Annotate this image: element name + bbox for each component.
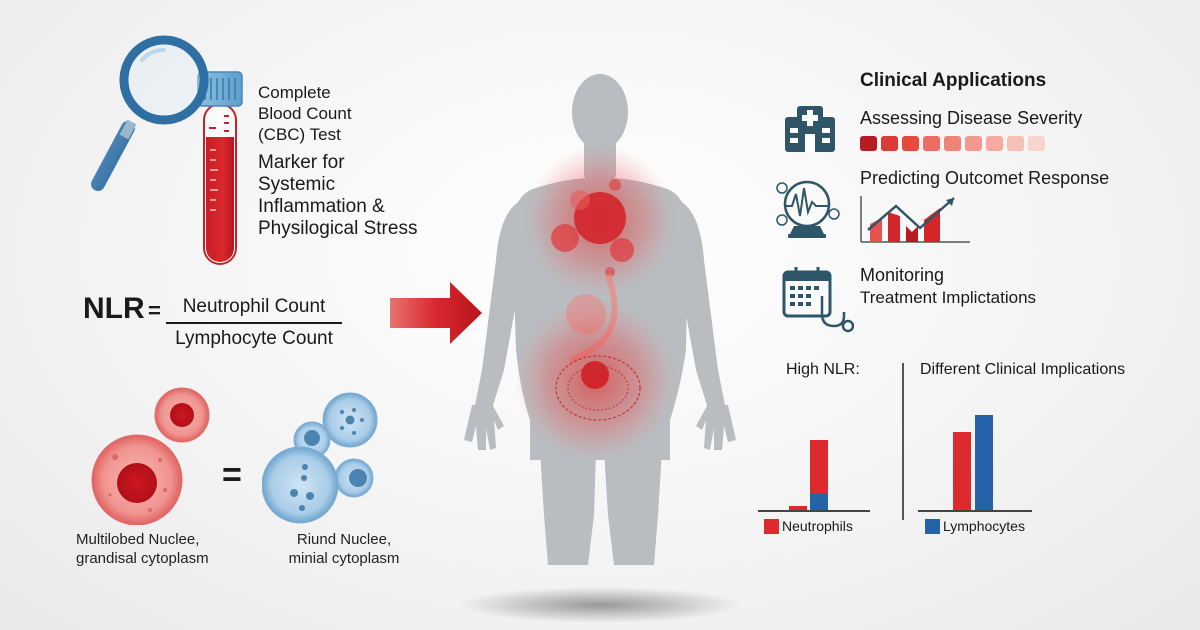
magnifier-lens-icon xyxy=(119,35,209,125)
severity-cell xyxy=(1028,136,1045,151)
legend-swatch-blue xyxy=(925,518,940,534)
legend-neutrophils-label: Neutrophils xyxy=(782,518,853,534)
cbc-line-3: (CBC) Test xyxy=(258,125,341,144)
nlr-label: NLR xyxy=(83,292,145,325)
severity-cell xyxy=(1007,136,1024,151)
cbc-test-label: Complete Blood Count (CBC) Test xyxy=(258,82,352,145)
marker-line-4: Physilogical Stress xyxy=(258,218,418,239)
severity-scale xyxy=(860,136,1045,151)
severity-cell xyxy=(965,136,982,151)
marker-label: Marker for Systemic Inflammation & Physi… xyxy=(258,152,417,240)
clinical-implications-heading: Different Clinical Implications xyxy=(920,361,1126,378)
right-arrow-icon xyxy=(390,282,482,344)
nlr-fraction: Neutrophil Count Lymphocyte Count xyxy=(166,296,342,350)
severity-cell xyxy=(986,136,1003,151)
severity-cell xyxy=(944,136,961,151)
legend-neutrophils: Neutrophils xyxy=(764,518,853,534)
high-nlr-heading: High NLR: xyxy=(786,361,860,378)
cells-equals: = xyxy=(222,456,242,494)
app-monitoring: Monitoring xyxy=(860,265,945,285)
trend-chart-icon xyxy=(860,196,970,243)
fraction-numerator: Neutrophil Count xyxy=(166,296,342,324)
cbc-line-2: Blood Count xyxy=(258,104,352,123)
severity-cell xyxy=(902,136,919,151)
app-assessing-severity: Assessing Disease Severity xyxy=(860,108,1083,128)
legend-swatch-red xyxy=(764,518,779,534)
legend-lymphocytes: Lymphocytes xyxy=(925,518,1025,534)
app-monitoring-subtitle: Treatment Implictations xyxy=(860,288,1037,307)
app-predicting-outcome: Predicting Outcomet Response xyxy=(860,168,1110,188)
right-chart-axis xyxy=(918,510,1032,512)
bar-neutrophil xyxy=(953,432,971,510)
crystal-ball-pulse-icon xyxy=(776,180,840,238)
lymphocyte-caption-line-1: Riund Nuclee, xyxy=(296,531,392,548)
bar-stacked-lymphocyte xyxy=(810,494,828,510)
neutrophil-caption-line-2: grandisal cytoplasm xyxy=(76,550,209,567)
bar-lymphocyte xyxy=(975,415,993,510)
blood-tube-icon xyxy=(197,71,243,265)
lymphocyte-caption-line-2: minial cytoplasm xyxy=(288,550,400,567)
bar-stacked-neutrophil xyxy=(810,440,828,494)
marker-line-3: Inflammation & xyxy=(258,196,385,217)
formula-equals: = xyxy=(148,298,161,323)
lymphocyte-cells-icon xyxy=(262,392,378,524)
severity-cell xyxy=(923,136,940,151)
neutrophil-cells-icon xyxy=(91,387,210,525)
neutrophil-caption-line-1: Multilobed Nuclee, xyxy=(76,531,200,548)
severity-cell xyxy=(881,136,898,151)
clinical-applications-title: Clinical Applications xyxy=(860,70,1047,91)
severity-cell xyxy=(860,136,877,151)
human-body-figure xyxy=(460,74,740,623)
fraction-denominator: Lymphocyte Count xyxy=(175,328,333,349)
calendar-stethoscope-icon xyxy=(782,267,854,333)
chart-divider xyxy=(902,363,904,520)
cbc-line-1: Complete xyxy=(258,83,331,102)
hospital-icon xyxy=(785,106,835,152)
bar-neutrophil-small xyxy=(789,506,807,510)
marker-line-1: Marker for xyxy=(258,152,345,173)
marker-line-2: Systemic xyxy=(258,174,336,195)
neutrophil-caption: Multilobed Nuclee, grandisal cytoplasm xyxy=(76,530,209,568)
clinical-implications-chart xyxy=(918,414,1032,510)
left-chart-axis xyxy=(758,510,870,512)
high-nlr-chart xyxy=(758,440,870,510)
lymphocyte-caption: Riund Nuclee, minial cytoplasm xyxy=(283,530,405,568)
legend-lymphocytes-label: Lymphocytes xyxy=(943,518,1025,534)
magnifying-glass-icon xyxy=(91,119,137,191)
